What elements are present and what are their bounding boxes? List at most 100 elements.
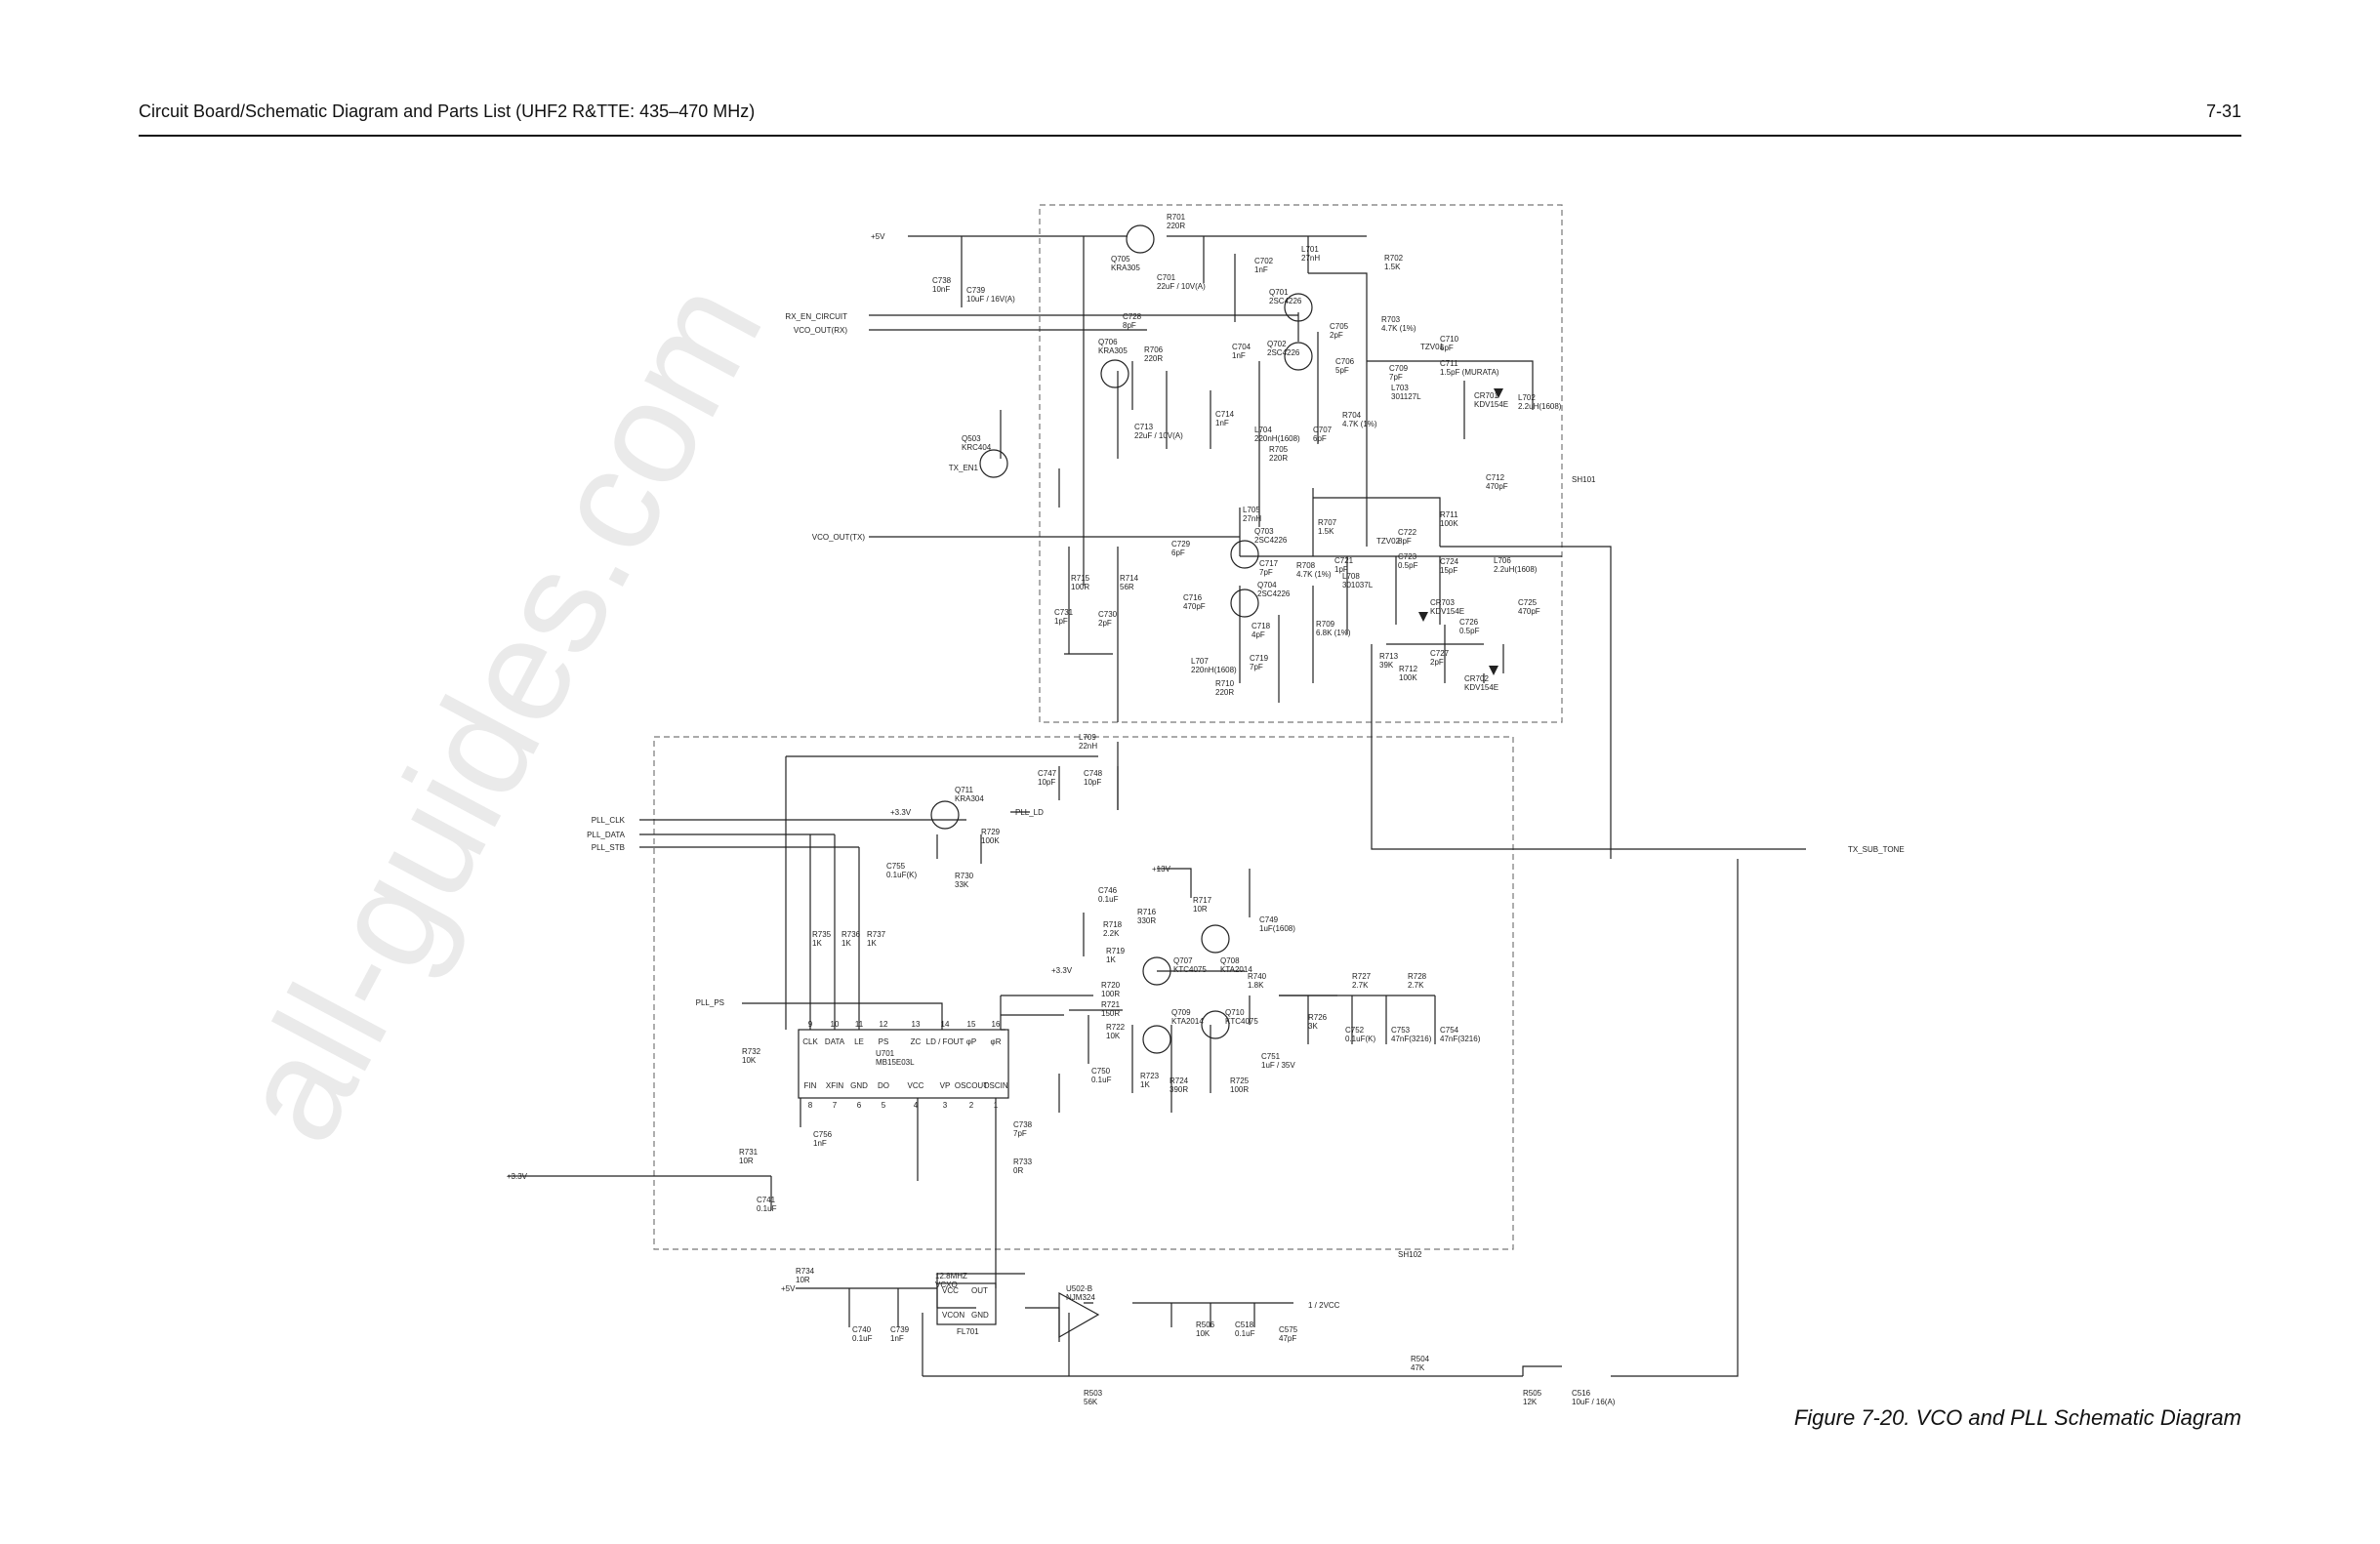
- component-value-l705: 27nH: [1243, 514, 1261, 523]
- component-value-r711: 100K: [1440, 519, 1458, 528]
- component-ref-r722: R722: [1106, 1023, 1126, 1032]
- component-ref-r712: R712: [1399, 665, 1418, 673]
- component-ref-c706: C706: [1335, 357, 1355, 366]
- component-ref-q701: Q701: [1269, 288, 1289, 297]
- component-ref-r720: R720: [1101, 981, 1121, 990]
- component-ref-q705: Q705: [1111, 255, 1130, 264]
- component-value-c756: 1nF: [813, 1139, 827, 1148]
- component-ref-c754: C754: [1440, 1026, 1459, 1035]
- u701-pin-number-bottom-1: 7: [833, 1101, 838, 1110]
- component-ref-fl701: FL701: [957, 1327, 979, 1336]
- component-value-q709: KTA2014: [1171, 1017, 1204, 1026]
- component-value-q707: KTC4075: [1173, 965, 1207, 974]
- component-value-r717: 10R: [1193, 905, 1208, 914]
- component-value-c716: 470pF: [1183, 602, 1206, 611]
- component-ref-c727: C727: [1430, 649, 1450, 658]
- u701-pin-number-bottom-7: 1: [994, 1101, 999, 1110]
- component-ref-u701: U701: [876, 1049, 895, 1058]
- component-value-r729: 100K: [981, 836, 1000, 845]
- component-value-c728: 8pF: [1123, 321, 1136, 330]
- component-value-c750: 0.1uF: [1091, 1076, 1112, 1084]
- component-ref-c712: C712: [1486, 473, 1505, 482]
- component-ref-cr703: CR703: [1430, 598, 1455, 607]
- header-rule: [139, 135, 2241, 137]
- component-ref-r735: R735: [812, 930, 832, 939]
- component-value-c704: 1nF: [1232, 351, 1246, 360]
- u701-pin-name-bottom-3: DO: [878, 1081, 889, 1090]
- component-ref-q710: Q710: [1225, 1008, 1245, 1017]
- component-value-c712: 470pF: [1486, 482, 1508, 491]
- component-value-c746: 0.1uF: [1098, 895, 1119, 904]
- component-value-cr701: KDV154E: [1474, 400, 1508, 409]
- u701-pin-name-top-0: CLK: [802, 1037, 818, 1046]
- component-value-c723: 0.5pF: [1398, 561, 1418, 570]
- component-value-r503: 56K: [1084, 1398, 1098, 1406]
- component-ref-r504: R504: [1411, 1355, 1430, 1363]
- component-ref-r707: R707: [1318, 518, 1337, 527]
- component-value-r728: 2.7K: [1408, 981, 1424, 990]
- component-value-c726: 0.5pF: [1459, 627, 1480, 635]
- component-value-c701: 22uF / 10V(A): [1157, 282, 1206, 291]
- component-ref-r733: R733: [1013, 1158, 1033, 1166]
- component-ref-tzv01: TZV01: [1420, 343, 1445, 351]
- component-ref-r726: R726: [1308, 1013, 1328, 1022]
- component-ref-c739b: C739: [890, 1325, 910, 1334]
- component-ref-r710: R710: [1215, 679, 1235, 688]
- component-value-c752: 0.1uF(K): [1345, 1035, 1375, 1043]
- component-value-r713: 39K: [1379, 661, 1394, 670]
- component-ref-r728: R728: [1408, 972, 1427, 981]
- component-ref-c516: C516: [1572, 1389, 1591, 1398]
- component-ref-c752: C752: [1345, 1026, 1365, 1035]
- u701-pin-number-bottom-4: 4: [914, 1101, 919, 1110]
- u701-pin-name-top-7: φR: [991, 1037, 1002, 1046]
- component-value-q702: 2SC4226: [1267, 348, 1300, 357]
- component-ref-c709: C709: [1389, 364, 1409, 373]
- u701-pin-name-top-6: φP: [966, 1037, 977, 1046]
- component-ref-cr702: CR702: [1464, 674, 1489, 683]
- component-value-r736: 1K: [841, 939, 851, 948]
- component-value-r702: 1.5K: [1384, 263, 1401, 271]
- component-ref-c716: C716: [1183, 593, 1203, 602]
- component-value-q706: KRA305: [1098, 346, 1128, 355]
- u701-pin-number-top-6: 15: [967, 1020, 976, 1029]
- component-value-r714: 56R: [1120, 583, 1134, 591]
- component-value-r703: 4.7K (1%): [1381, 324, 1416, 333]
- component-value-q703: 2SC4226: [1254, 536, 1288, 545]
- varactor-symbols: [1418, 388, 1503, 675]
- net-label-plus5v_top: +5V: [871, 232, 885, 241]
- component-value-q705: KRA305: [1111, 264, 1140, 272]
- component-ref-r704: R704: [1342, 411, 1362, 420]
- component-ref-c702: C702: [1254, 257, 1274, 265]
- component-ref-r711: R711: [1440, 510, 1458, 519]
- component-value-c747: 10pF: [1038, 778, 1055, 787]
- component-ref-r706: R706: [1144, 345, 1164, 354]
- component-ref-c748: C748: [1084, 769, 1103, 778]
- component-value-c713: 22uF / 10V(A): [1134, 431, 1183, 440]
- component-value-r706: 220R: [1144, 354, 1163, 363]
- u701-pin-name-bottom-2: GND: [850, 1081, 868, 1090]
- component-ref-q711: Q711: [955, 786, 974, 794]
- net-label-pll_stb: PLL_STB: [592, 843, 625, 852]
- component-ref-c751: C751: [1261, 1052, 1281, 1061]
- component-value-r708: 4.7K (1%): [1296, 570, 1332, 579]
- component-ref-r708: R708: [1296, 561, 1316, 570]
- component-value-r725: 100R: [1230, 1085, 1249, 1094]
- wiring: [508, 235, 1806, 1377]
- component-ref-c731: C731: [1054, 608, 1074, 617]
- component-value-r716: 330R: [1137, 916, 1156, 925]
- component-value-c740: 0.1uF: [852, 1334, 873, 1343]
- component-ref-c725: C725: [1518, 598, 1538, 607]
- component-value-r704: 4.7K (1%): [1342, 420, 1377, 428]
- component-value-c722: 8pF: [1398, 537, 1412, 546]
- component-value-c711: 1.5pF (MURATA): [1440, 368, 1499, 377]
- component-value-r720: 100R: [1101, 990, 1120, 998]
- u701-pin-name-bottom-5: VP: [940, 1081, 951, 1090]
- pll-section-label: SH102: [1398, 1250, 1422, 1259]
- page-number: 7-31: [2205, 102, 2241, 121]
- component-value-r732: 10K: [742, 1056, 757, 1065]
- component-value-c751: 1uF / 35V: [1261, 1061, 1295, 1070]
- component-ref-r734: R734: [796, 1267, 815, 1276]
- component-ref-r730: R730: [955, 872, 974, 880]
- component-ref-l702: L702: [1518, 393, 1536, 402]
